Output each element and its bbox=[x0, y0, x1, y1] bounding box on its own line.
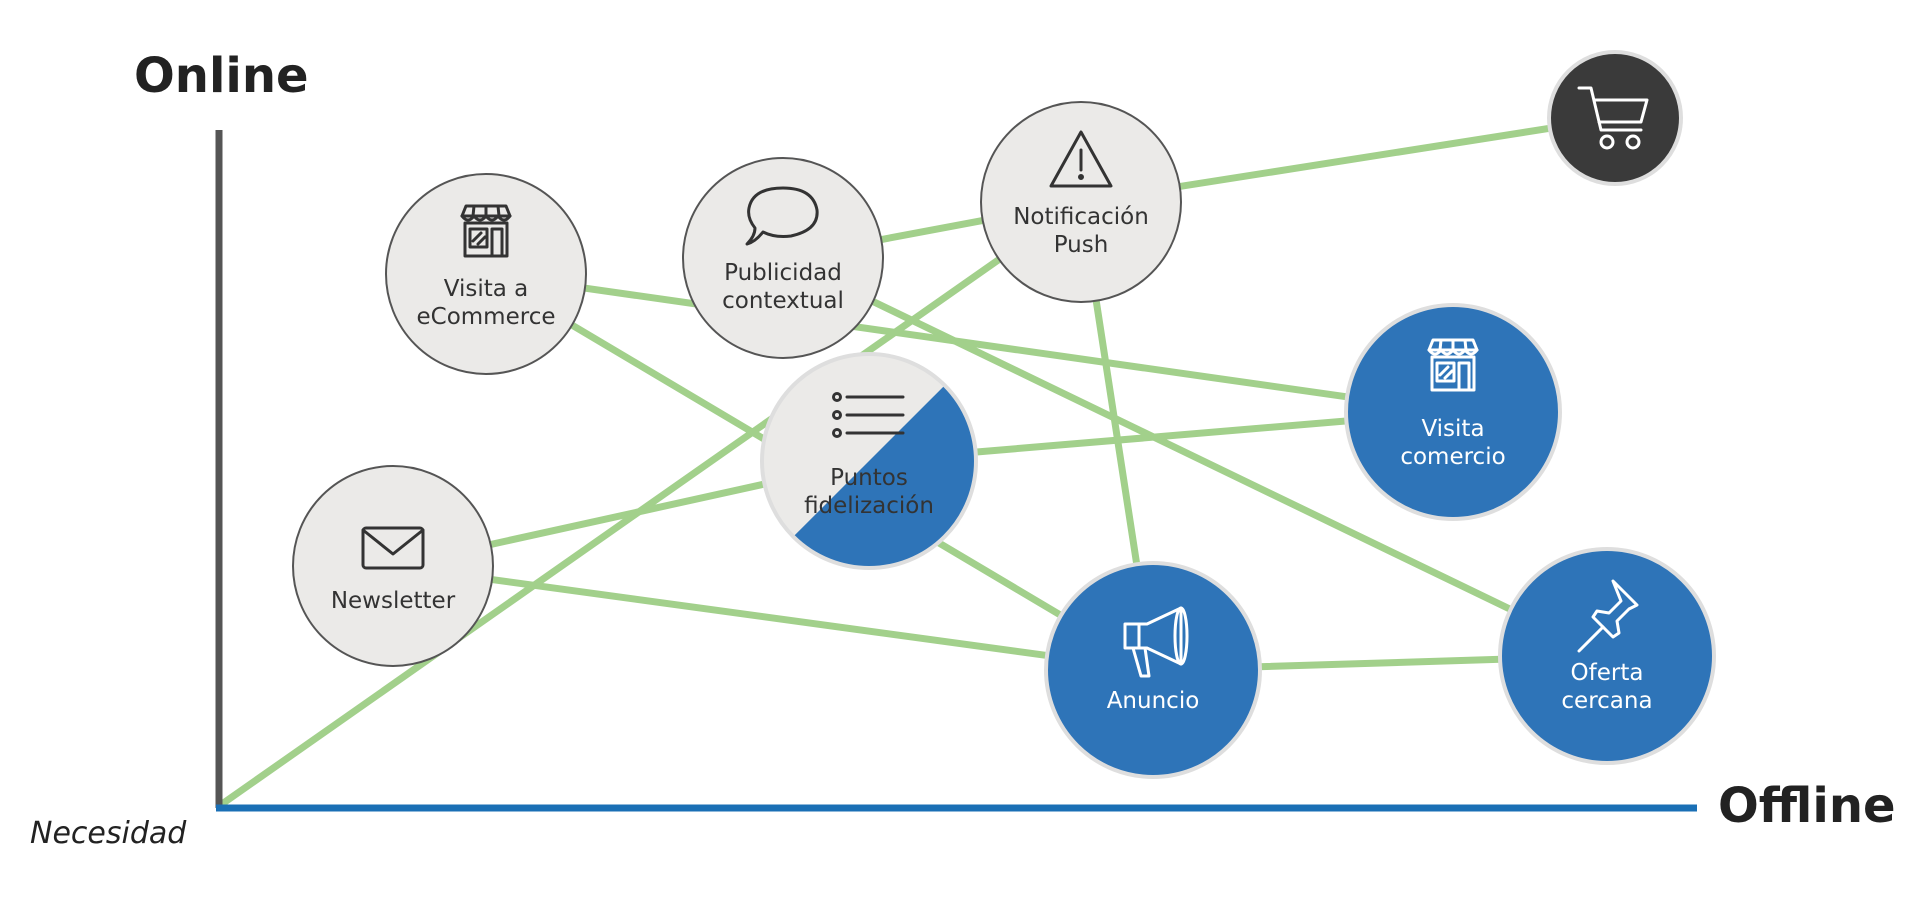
node-circle bbox=[1344, 303, 1562, 521]
node-label-line: Publicidad bbox=[724, 260, 842, 286]
shopping-cart-icon bbox=[1577, 86, 1649, 150]
node-ring bbox=[760, 352, 978, 570]
node-label: Newsletter bbox=[331, 588, 456, 614]
node-label-line: Visita bbox=[1421, 416, 1484, 442]
storefront-icon bbox=[1427, 338, 1479, 392]
node-label-line: Oferta bbox=[1571, 660, 1644, 686]
list-icon bbox=[832, 392, 905, 438]
node-circle bbox=[1547, 50, 1683, 186]
node-anuncio: Anuncio bbox=[1044, 561, 1262, 779]
megaphone-icon bbox=[1123, 606, 1189, 678]
node-label-line: fidelización bbox=[804, 493, 934, 519]
node-circle bbox=[385, 173, 587, 375]
storefront-icon bbox=[460, 204, 512, 258]
node-carrito bbox=[1547, 50, 1683, 186]
node-label-line: contextual bbox=[722, 288, 844, 314]
node-circle bbox=[1044, 561, 1262, 779]
connector-origin-notificacion-push bbox=[218, 198, 1085, 808]
node-label-line: Notificación bbox=[1013, 204, 1149, 230]
node-half-fill bbox=[763, 355, 976, 568]
node-label-line: Puntos bbox=[830, 465, 908, 491]
connector-newsletter-anuncio bbox=[389, 562, 1157, 674]
node-newsletter: Newsletter bbox=[292, 465, 494, 667]
envelope-icon bbox=[361, 526, 425, 570]
node-label: Anuncio bbox=[1107, 688, 1200, 714]
node-circle bbox=[682, 157, 884, 359]
node-circle bbox=[292, 465, 494, 667]
connector-visita-ecommerce-visita-comercio bbox=[482, 270, 1457, 416]
speech-bubble-icon bbox=[745, 186, 819, 246]
node-label-line: Push bbox=[1054, 232, 1109, 258]
node-label-line: Visita a bbox=[444, 276, 529, 302]
x-axis-title: Offline bbox=[1718, 778, 1896, 834]
node-label-line: eCommerce bbox=[417, 304, 556, 330]
y-axis-title: Online bbox=[134, 48, 309, 104]
node-label-line: cercana bbox=[1561, 688, 1652, 714]
warning-icon bbox=[1049, 130, 1113, 188]
node-circle bbox=[980, 101, 1182, 303]
node-label-line: Newsletter bbox=[331, 588, 456, 614]
origin-label: Necesidad bbox=[30, 816, 187, 851]
node-label-line: comercio bbox=[1400, 444, 1505, 470]
node-label-line: Anuncio bbox=[1107, 688, 1200, 714]
connector-publicidad-contextual-oferta-cercana bbox=[779, 254, 1611, 660]
pushpin-icon bbox=[1577, 579, 1639, 653]
node-circle bbox=[1498, 547, 1716, 765]
